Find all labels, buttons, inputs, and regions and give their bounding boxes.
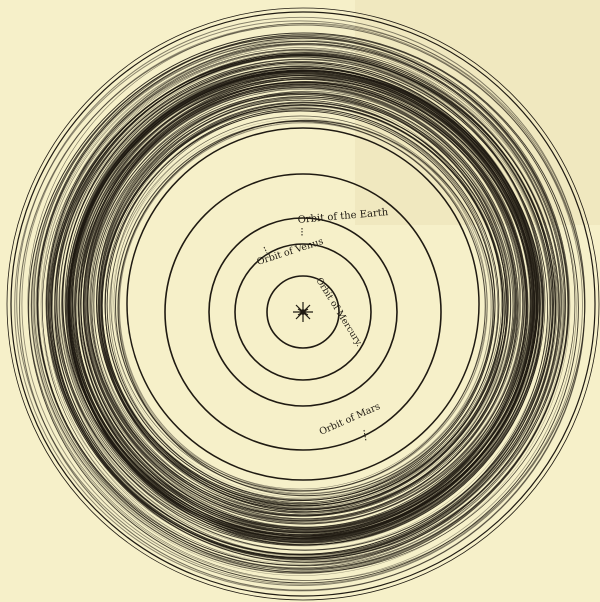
belt-ring: [47, 40, 566, 560]
belt-ring: [71, 67, 537, 533]
belt-ring: [83, 84, 524, 525]
belt-ring: [27, 32, 579, 584]
label-orbit-venus: Orbit of Venus: [256, 236, 325, 268]
belt-ring: [111, 118, 491, 498]
belt-ring: [70, 79, 528, 536]
belt-ring: [101, 104, 504, 507]
belt-ring: [98, 96, 507, 505]
orbit-mars: [164, 173, 442, 451]
orbit-venus: [234, 243, 372, 381]
belt-ring: [47, 43, 562, 558]
label-orbit-earth: Orbit of the Earth: [297, 207, 389, 226]
orbit-mercury: [266, 275, 340, 349]
belt-ring: [106, 107, 500, 501]
belt-ring: [32, 35, 570, 573]
belt-ring: [49, 52, 560, 563]
belt-ring: [99, 104, 506, 511]
label-orbit-mercury: Orbit of Mercury.: [313, 276, 363, 349]
belt-boundary-ring: [10, 11, 596, 597]
belt-ring: [114, 120, 486, 492]
orbit-earth: [208, 217, 398, 407]
belt-boundary-ring: [6, 7, 600, 601]
belt-ring: [33, 34, 570, 571]
belt-ring: [113, 115, 488, 490]
belt-ring: [85, 87, 515, 517]
belt-ring: [80, 76, 534, 531]
belt-ring: [84, 81, 527, 524]
belt-ring: [40, 43, 562, 565]
belt-ring: [69, 69, 543, 544]
belt-ring: [66, 68, 535, 537]
belt-ring: [56, 53, 554, 551]
belt-ring: [42, 49, 559, 567]
belt-ring: [118, 120, 492, 494]
belt-ring: [72, 71, 531, 530]
belt-ring: [21, 23, 583, 585]
sun-star-icon: [293, 302, 313, 322]
belt-ring: [109, 115, 494, 500]
belt-ring: [100, 102, 508, 510]
belt-ring: [16, 16, 586, 586]
label-orbit-mars: Orbit of Mars: [318, 401, 382, 438]
belt-ring: [14, 20, 586, 592]
belt-ring: [86, 81, 526, 520]
belt-ring: [97, 98, 514, 514]
belt-ring: [59, 59, 544, 543]
belt-ring: [51, 54, 557, 561]
belt-ring: [75, 73, 537, 536]
belt-ring: [87, 83, 521, 517]
belt-ring: [67, 68, 542, 543]
belt-ring: [47, 44, 565, 562]
belt-ring: [55, 55, 545, 545]
belt-ring: [38, 43, 563, 569]
planet-ticks: [263, 228, 367, 442]
asteroid-belt-icon: [6, 7, 600, 601]
belt-ring: [30, 36, 569, 574]
belt-boundary-ring: [126, 127, 480, 481]
belt-ring: [117, 119, 494, 497]
belt-ring: [105, 109, 496, 499]
belt-ring: [54, 61, 548, 555]
belt-ring: [58, 58, 546, 546]
belt-ring: [58, 58, 555, 556]
belt-ring: [36, 33, 576, 573]
